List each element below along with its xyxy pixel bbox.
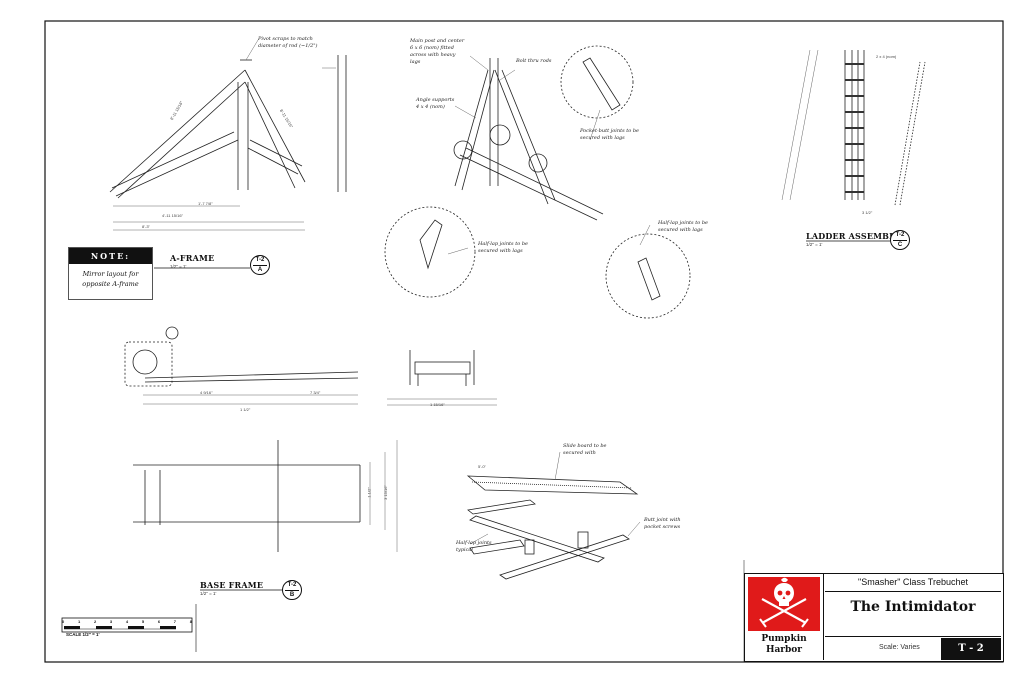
- dimension-12: 5'-0": [478, 464, 486, 469]
- dimension-3: 4'-11 15/16": [162, 213, 184, 218]
- note-line-2: opposite A-frame: [82, 280, 139, 288]
- scale-tick: 3: [109, 619, 113, 624]
- scale-bar-label: SCALE 1/2" = 1': [66, 632, 100, 637]
- note-line-1: Mirror layout for: [82, 270, 139, 278]
- scale-tick: 5: [141, 619, 145, 624]
- scale-tick: 7: [173, 619, 177, 624]
- a-frame-scale: 1/2" = 1': [170, 264, 187, 269]
- ladder-bubble: T-2 C: [890, 230, 910, 250]
- annotation-angle: Angle supports 4 x 4 (nom): [416, 97, 455, 110]
- dimension-9: 1 15/16": [430, 402, 445, 407]
- company-name-line-2: Harbor: [765, 645, 803, 655]
- base-frame-bubble-view: B: [289, 592, 295, 598]
- annotation-halflap-left: Half-lap joints to be secured with lags: [478, 241, 528, 254]
- dimension-5: 1'-7 7/8": [198, 201, 213, 206]
- base-frame-label: BASE FRAME: [200, 580, 264, 590]
- company-name: Pumpkin Harbor: [745, 634, 823, 656]
- scale-tick: 2: [93, 619, 97, 624]
- dimension-4: 8'-3": [142, 224, 150, 229]
- base-isometric-drawing: [466, 475, 639, 580]
- pivot-assembly-drawing: [384, 45, 691, 319]
- project-name: The Intimidator: [850, 599, 976, 615]
- title-block: Pumpkin Harbor "Smasher" Class Trebuchet…: [744, 573, 1004, 662]
- annotation-butt: Butt joint with pocket screws: [644, 517, 681, 530]
- base-frame-drawing: [133, 440, 398, 552]
- annotation-bolt: Bolt thru rods: [516, 58, 552, 64]
- ladder-label: LADDER ASSEMBLY: [806, 231, 901, 241]
- company-logo: Pumpkin Harbor: [745, 574, 824, 660]
- note-box: NOTE: Mirror layout for opposite A-frame: [68, 247, 153, 300]
- project-class: "Smasher" Class Trebuchet: [825, 577, 1001, 592]
- skull-crossed-swords-icon: [759, 577, 809, 628]
- ladder-bubble-sheet: T-2: [895, 232, 905, 238]
- base-frame-bubble-sheet: T-2: [287, 582, 297, 588]
- leader-lines: [245, 39, 651, 545]
- dimension-7: 7 3/4": [310, 390, 321, 395]
- scale-bar-ticks: 0 1 2 3 4 5 6 7 8: [62, 619, 192, 625]
- dimension-10: 1 1/2": [366, 487, 372, 498]
- sheet-number: T - 2: [941, 638, 1001, 660]
- scale-tick: 1: [77, 619, 81, 624]
- annotation-slide: Slide board to be secured with: [563, 443, 607, 456]
- base-frame-bubble: T-2 B: [282, 580, 302, 600]
- scale-tick: 0: [62, 619, 65, 624]
- a-frame-bubble-sheet: T-2: [255, 257, 265, 263]
- ladder-bubble-view: C: [897, 242, 903, 248]
- note-text: Mirror layout for opposite A-frame: [69, 264, 152, 289]
- annotation-pocket: Pocket-butt joints to be secured with la…: [580, 128, 640, 141]
- scale-tick: 8: [189, 619, 192, 624]
- dimension-11: 3 15/16": [382, 485, 388, 500]
- annotation-main-post: Main post and center 6 x 6 (nom) fitted …: [410, 38, 465, 65]
- a-frame-label: A-FRAME: [170, 253, 215, 263]
- title-block-info-area: [825, 636, 1001, 661]
- scale-tick: 6: [157, 619, 161, 624]
- base-frame-scale: 1/2" = 1': [200, 591, 217, 596]
- ladder-drawing: [781, 49, 926, 206]
- dimension-14: 2 x 4 (nom): [876, 54, 897, 59]
- logo-background: [748, 577, 820, 631]
- scale-bar: [61, 604, 197, 652]
- a-frame-bubble-view: A: [257, 267, 263, 273]
- note-heading: NOTE:: [69, 248, 152, 264]
- side-elevation-drawing: [124, 326, 497, 406]
- annotation-halflap-right: Half-lap joints to be secured with lags: [658, 220, 708, 233]
- a-frame-bubble: T-2 A: [250, 255, 270, 275]
- sheet-scale: Scale: Varies: [879, 644, 920, 651]
- dimension-6: 4 9/16": [200, 390, 213, 395]
- dimension-8: 1 1/2": [240, 407, 251, 412]
- annotation-halflap-base: Half-lap joints typical: [456, 540, 492, 553]
- scale-tick: 4: [125, 619, 129, 624]
- annotation-pivot: Pivot scraps to match diameter of rod (~…: [258, 36, 318, 49]
- dimension-13: 3 1/2": [862, 210, 873, 215]
- company-name-line-1: Pumpkin: [761, 634, 807, 644]
- ladder-scale: 1/2" = 1': [806, 242, 823, 247]
- a-frame-drawing: [109, 55, 347, 231]
